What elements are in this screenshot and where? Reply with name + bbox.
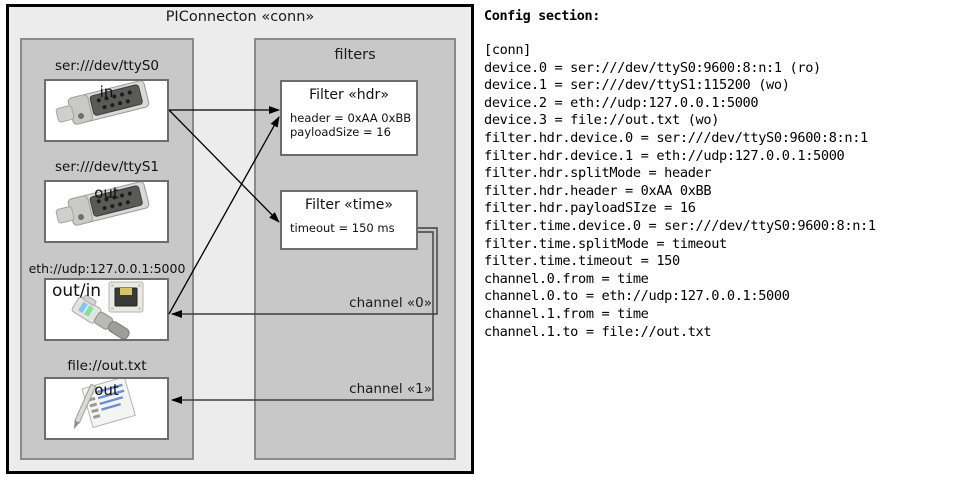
filter-prop: header = 0xAA 0xBB	[290, 111, 412, 125]
filter-props-hdr: header = 0xAA 0xBB payloadSize = 16	[282, 104, 416, 146]
device-label-file: file://out.txt	[67, 358, 147, 374]
config-text: [conn] device.0 = ser:///dev/ttyS0:9600:…	[484, 42, 876, 340]
device-node-ttyS1[interactable]: out	[44, 180, 169, 243]
config-heading: Config section:	[484, 8, 600, 24]
serial-port-icon	[55, 182, 150, 226]
filter-title-hdr: Filter «hdr»	[309, 87, 389, 103]
device-node-ttyS0[interactable]: in	[44, 79, 169, 142]
device-label-eth: eth://udp:127.0.0.1:5000	[28, 261, 186, 276]
device-io-eth: out/in	[52, 281, 102, 301]
filters-panel-title: filters	[334, 47, 376, 63]
filter-node-time[interactable]: Filter «time» timeout = 150 ms	[280, 190, 418, 250]
device-node-eth[interactable]: out/in	[44, 278, 169, 341]
filter-prop: timeout = 150 ms	[290, 221, 395, 235]
filter-title-time: Filter «time»	[305, 197, 393, 213]
ethernet-jack-icon	[71, 281, 144, 339]
device-io-ttyS0: in	[99, 83, 114, 101]
device-node-file[interactable]: out	[44, 377, 169, 440]
text-file-icon	[73, 379, 136, 430]
device-io-ttyS1: out	[94, 184, 119, 202]
architecture-diagram: PIConnecton «conn» ser:///dev/ttyS0 in	[0, 0, 478, 484]
device-label-ttyS1: ser:///dev/ttyS1	[55, 159, 159, 175]
connector-title: PIConnecton «conn»	[165, 9, 315, 25]
serial-port-icon	[55, 81, 150, 125]
config-section: Config section: [conn] device.0 = ser://…	[482, 0, 964, 484]
filter-node-hdr[interactable]: Filter «hdr» header = 0xAA 0xBB payloadS…	[280, 80, 418, 156]
device-label-ttyS0: ser:///dev/ttyS0	[55, 58, 159, 74]
channel-label-0: channel «0»	[349, 295, 432, 311]
filter-props-time: timeout = 150 ms	[282, 214, 416, 242]
device-io-file: out	[94, 381, 119, 399]
filter-prop: payloadSize = 16	[290, 125, 391, 139]
channel-label-1: channel «1»	[349, 381, 432, 397]
